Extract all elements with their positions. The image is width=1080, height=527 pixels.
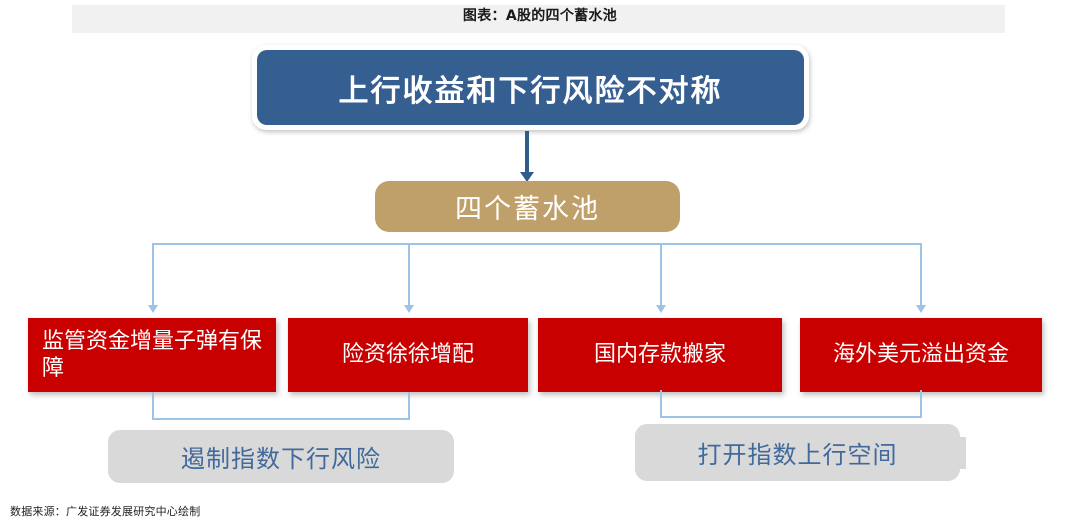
- title-band: [72, 5, 1005, 33]
- branch-node-1: 监管资金增量子弹有保障: [28, 318, 276, 392]
- connector-merge-left: [152, 392, 410, 420]
- arrow-hub-to-branch-4-icon: [916, 243, 926, 313]
- outcome-node-left-label: 遏制指数下行风险: [181, 445, 381, 473]
- outcome-node-right-label: 打开指数上行空间: [697, 441, 898, 469]
- outcome-node-right: 打开指数上行空间: [635, 424, 966, 481]
- arrow-hub-to-branch-1-icon: [148, 243, 158, 313]
- source-note: 数据来源：广发证券发展研究中心绘制: [10, 505, 201, 518]
- connector-merge-right: [660, 390, 922, 418]
- root-node: 上行收益和下行风险不对称: [252, 45, 809, 130]
- outcome-node-left: 遏制指数下行风险: [108, 430, 454, 483]
- connector-bus-horizontal: [152, 243, 922, 245]
- branch-node-2-label: 险资徐徐增配: [341, 342, 474, 368]
- arrow-hub-to-branch-2-icon: [404, 243, 414, 313]
- page-title: 图表：A股的四个蓄水池: [462, 8, 618, 24]
- arrow-hub-to-branch-3-icon: [656, 243, 666, 313]
- branch-node-3-label: 国内存款搬家: [593, 342, 726, 368]
- branch-node-4-label: 海外美元溢出资金: [832, 342, 1009, 368]
- branch-node-2: 险资徐徐增配: [288, 318, 528, 392]
- branch-node-3: 国内存款搬家: [538, 318, 782, 392]
- hub-node: 四个蓄水池: [375, 181, 680, 232]
- outcome-node-right-notch: [954, 437, 966, 469]
- branch-node-1-label: 监管资金增量子弹有保障: [42, 328, 263, 382]
- branch-node-4: 海外美元溢出资金: [800, 318, 1042, 392]
- arrow-root-to-hub-icon: [520, 131, 534, 182]
- hub-node-label: 四个蓄水池: [455, 194, 600, 225]
- root-node-label: 上行收益和下行风险不对称: [257, 50, 804, 125]
